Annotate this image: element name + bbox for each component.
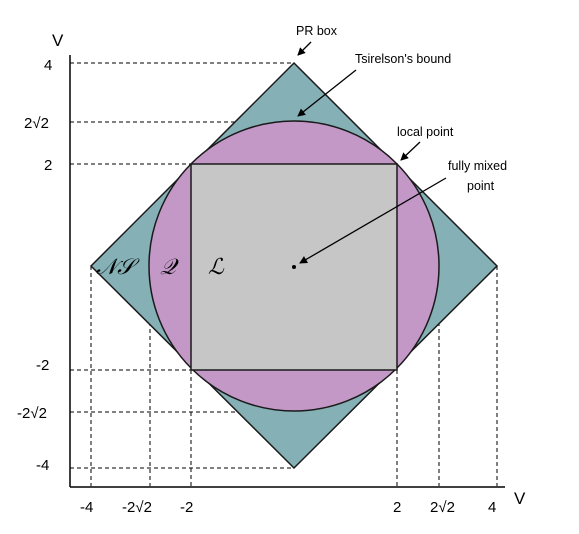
local-point-arrow — [400, 141, 421, 161]
x-tick-label: -2 — [180, 499, 193, 516]
l-label: ℒ — [208, 255, 225, 280]
x-tick-label: -2√2 — [122, 499, 152, 516]
y-tick-label: 4 — [44, 57, 52, 74]
pr-box-label: PR box — [296, 24, 338, 38]
ns-label: 𝒩𝒮 — [96, 255, 140, 280]
x-axis-name: V — [514, 489, 526, 508]
x-tick-label: -4 — [80, 499, 93, 516]
x-tick-label: 2√2 — [430, 499, 455, 516]
x-tick-label: 2 — [393, 499, 401, 516]
fully-mixed-label-line2: point — [467, 179, 495, 193]
fully-mixed-point-dot — [292, 265, 296, 269]
fully-mixed-arrow — [299, 177, 447, 264]
y-tick-label: 2√2 — [24, 115, 49, 132]
y-tick-label: -4 — [36, 457, 49, 474]
y-axis-name: V — [52, 31, 64, 50]
local-point-label: local point — [397, 125, 454, 139]
tsirelson-label: Tsirelson's bound — [355, 52, 451, 66]
y-tick-label: -2 — [36, 357, 49, 374]
pr-box-arrow — [297, 41, 312, 56]
x-tick-label: 4 — [488, 499, 496, 516]
tsirelson-arrow — [297, 69, 357, 117]
axes — [69, 55, 505, 488]
q-label: 𝒬 — [160, 255, 179, 280]
y-tick-label: -2√2 — [17, 405, 47, 422]
fully-mixed-label-line1: fully mixed — [448, 159, 507, 173]
y-tick-label: 2 — [44, 157, 52, 174]
